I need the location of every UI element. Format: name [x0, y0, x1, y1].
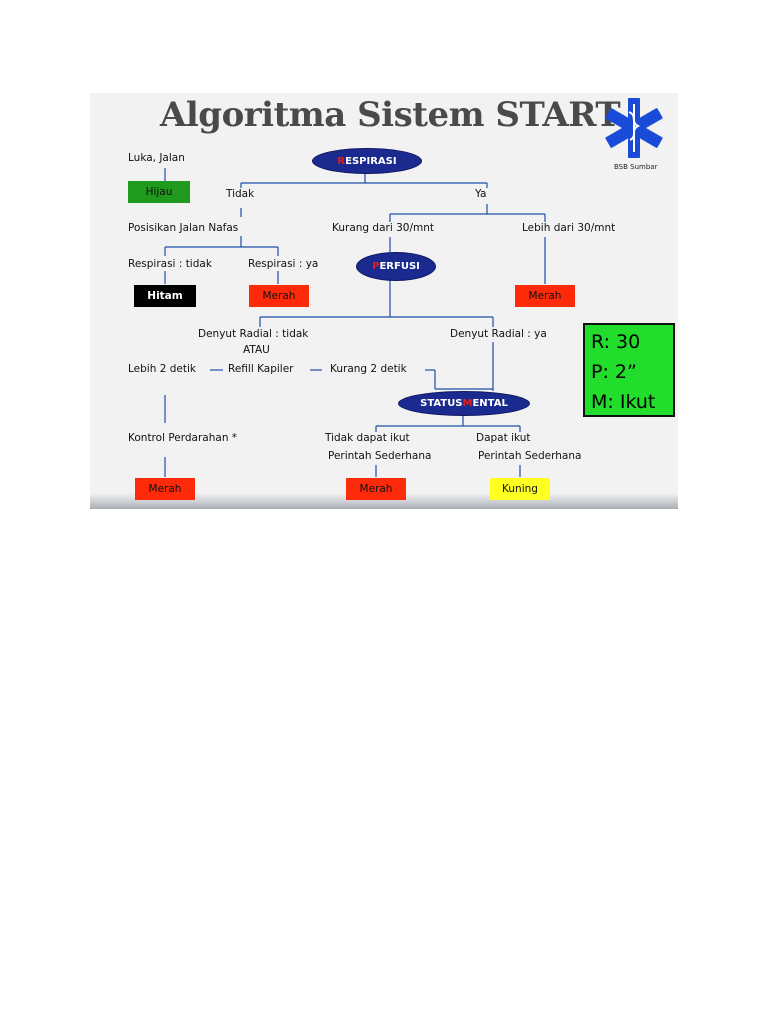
outcome-merah-kontrol: Merah [135, 478, 195, 500]
slide: Algoritma Sistem START BSB Sumbar [90, 93, 678, 509]
status-mental-node-post: ENTAL [472, 398, 508, 409]
logo-caption: BSB Sumbar [614, 163, 658, 171]
rpm-p: P: 2” [591, 361, 637, 383]
label-ya: Ya [475, 188, 487, 200]
label-tidak: Tidak [226, 188, 255, 200]
label-respirasi-ya: Respirasi : ya [248, 258, 319, 270]
label-atau: ATAU [243, 344, 270, 356]
status-mental-node-initial: M [462, 398, 473, 409]
perfusi-node-label: ERFUSI [379, 261, 420, 272]
label-posisikan-jalan-nafas: Posisikan Jalan Nafas [128, 222, 239, 234]
label-respirasi-tidak: Respirasi : tidak [128, 258, 212, 270]
label-denyut-radial-ya: Denyut Radial : ya [450, 328, 547, 340]
outcome-hitam: Hitam [134, 285, 196, 307]
star-of-life-icon [605, 98, 663, 158]
respirasi-node-initial: R [337, 155, 346, 167]
status-mental-node-pre: STATUS [420, 398, 463, 409]
label-kurang-2-detik: Kurang 2 detik [330, 363, 407, 375]
outcome-merah-respirasi: Merah [249, 285, 309, 307]
label-tidak-dapat-ikut-perintah: Perintah Sederhana [328, 450, 432, 462]
outcome-hijau: Hijau [128, 181, 190, 203]
label-dapat-ikut: Dapat ikut [476, 432, 531, 444]
label-tidak-dapat-ikut: Tidak dapat ikut [325, 432, 410, 444]
slide-title: Algoritma Sistem START [160, 95, 621, 135]
respirasi-node-label: ESPIRASI [345, 155, 397, 167]
label-lebih-2-detik: Lebih 2 detik [128, 363, 196, 375]
connector-lines [164, 168, 546, 477]
rpm-r: R: 30 [591, 331, 641, 353]
label-refill-kapiler: Refill Kapiler [228, 363, 294, 375]
outcome-merah-lebih-30: Merah [515, 285, 575, 307]
outcome-merah-tidak-ikut: Merah [346, 478, 406, 500]
label-dapat-ikut-perintah: Perintah Sederhana [478, 450, 582, 462]
perfusi-node-initial: P [372, 261, 380, 272]
label-luka-jalan: Luka, Jalan [128, 152, 185, 164]
label-kurang-30: Kurang dari 30/mnt [332, 222, 434, 234]
rpm-m: M: Ikut [591, 391, 656, 413]
label-kontrol-perdarahan: Kontrol Perdarahan * [128, 432, 238, 444]
rpm-panel: R: 30 P: 2” M: Ikut [583, 323, 675, 417]
label-denyut-radial-tidak: Denyut Radial : tidak [198, 328, 309, 340]
outcome-kuning: Kuning [490, 478, 550, 500]
label-lebih-30: Lebih dari 30/mnt [522, 222, 616, 234]
